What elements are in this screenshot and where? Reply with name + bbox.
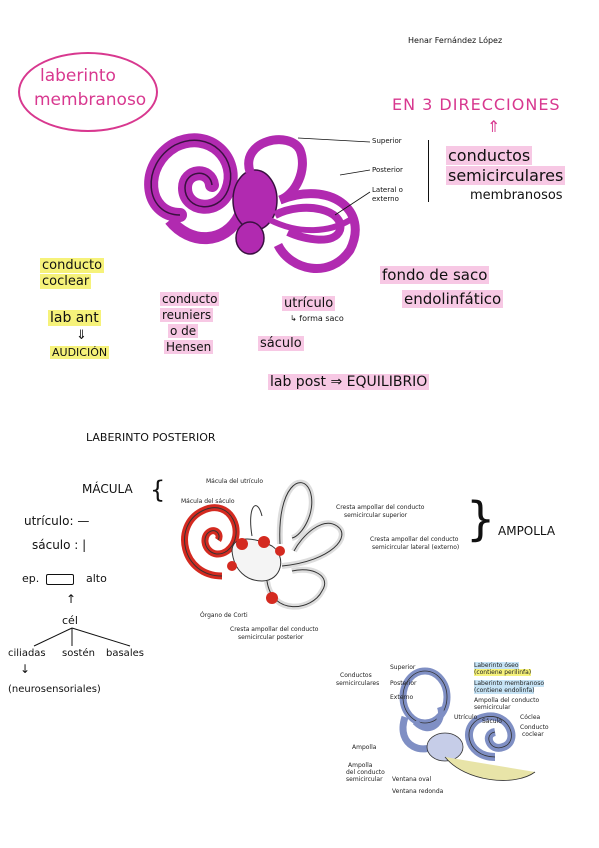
- fig3-lab-memb-1: Laberinto membranoso: [474, 680, 544, 687]
- note-reuniers-4: Hensen: [164, 340, 214, 354]
- label-superior: Superior: [372, 137, 402, 145]
- fig2-cresta-post-1: Cresta ampollar del conducto: [230, 626, 319, 633]
- note-audicion: AUDICIÓN: [50, 346, 110, 359]
- posterior-labyrinth-figure: [181, 479, 345, 610]
- note-fondo-2: endolinfático: [402, 290, 504, 308]
- brace-right: }: [466, 492, 496, 546]
- fig2-cresta-lat-1: Cresta ampollar del conducto: [370, 536, 459, 543]
- directions-line2: semicirculares: [446, 166, 566, 185]
- fig3-coclea: Cóclea: [520, 714, 541, 721]
- fig3-ampolla-label: Ampolla: [352, 744, 377, 751]
- directions-heading: EN 3 DIRECCIONES: [392, 95, 561, 114]
- label-posterior: Posterior: [372, 166, 403, 174]
- note-alto: alto: [86, 572, 107, 585]
- note-utriculo: utrículo: [282, 296, 336, 311]
- fig3-ampolla-1: Ampolla del conducto: [474, 697, 540, 704]
- fig3-ventana-redonda: Ventana redonda: [392, 788, 444, 795]
- section-title: LABERINTO POSTERIOR: [86, 431, 216, 444]
- fig3-lab-oseo-2: (contiene perilinfa): [474, 669, 532, 676]
- epithelium-box: [46, 574, 74, 585]
- note-neurosensoriales: (neurosensoriales): [8, 684, 101, 695]
- fig2-organo-corti: Órgano de Corti: [200, 612, 248, 619]
- note-basales: basales: [106, 648, 144, 659]
- note-fondo-1: fondo de saco: [380, 266, 490, 284]
- note-reuniers-2: reuniers: [160, 308, 214, 322]
- note-saculo-shape: sáculo : |: [32, 538, 87, 552]
- note-saculo: sáculo: [258, 336, 304, 351]
- fig2-cresta-sup-2: semicircular superior: [344, 512, 408, 519]
- fig2-cresta-lat-2: semicircular lateral (externo): [372, 544, 460, 551]
- label-lateral-2: externo: [372, 195, 399, 203]
- author-name: Henar Fernández López: [408, 36, 503, 45]
- fig3-lab-oseo-1: Laberinto óseo: [474, 662, 519, 669]
- fig2-macula-utriculo: Mácula del utrículo: [206, 478, 264, 485]
- note-lab-ant: lab ant: [48, 310, 101, 326]
- note-macula: MÁCULA: [82, 482, 133, 496]
- note-cel: cél: [62, 614, 78, 627]
- fig3-utriculo: Utrículo: [454, 714, 478, 721]
- bracket: [428, 140, 435, 202]
- fig3-conductos-1: Conductos: [340, 672, 372, 679]
- fig3-ampolla-conducto-1: Ampolla: [348, 762, 373, 769]
- fig3-ampolla-2: semicircular: [474, 704, 511, 711]
- note-reuniers-1: conducto: [160, 292, 220, 306]
- cell-tree-lines: [33, 627, 131, 647]
- note-conducto-coclear-1: conducto: [40, 258, 105, 273]
- directions-line3: membranosos: [470, 188, 563, 203]
- fig3-lab-memb-2: (contiene endolinfa): [474, 687, 535, 694]
- title-line2: membranoso: [34, 90, 147, 110]
- fig3-externo: Externo: [390, 694, 414, 701]
- fig3-ventana-oval: Ventana oval: [392, 776, 432, 783]
- membranous-labyrinth-figure: [144, 133, 371, 273]
- note-sosten: sostén: [62, 648, 95, 659]
- note-ep: ep.: [22, 572, 40, 585]
- inner-ear-figure: [399, 667, 536, 781]
- fig3-posterior: Posterior: [390, 680, 417, 687]
- note-ciliadas: ciliadas: [8, 648, 46, 659]
- arrow-down-icon: ⇓: [76, 328, 87, 343]
- note-ampolla: AMPOLLA: [498, 524, 556, 538]
- fig3-ampolla-conducto-3: semicircular: [346, 776, 383, 783]
- fig2-macula-saculo: Mácula del sáculo: [181, 498, 235, 505]
- note-conducto-coclear-2: coclear: [40, 274, 92, 289]
- fig3-saculo: Sáculo: [482, 718, 502, 725]
- arrow-up-small-icon: ↑: [66, 592, 77, 606]
- fig3-superior: Superior: [390, 664, 416, 671]
- title-line1: laberinto: [40, 66, 116, 86]
- label-lateral-1: Lateral o: [372, 186, 403, 194]
- directions-line1: conductos: [446, 146, 533, 165]
- note-utriculo-shape: utrículo: —: [24, 514, 90, 528]
- brace-left: {: [150, 476, 166, 504]
- fig3-ampolla-conducto-2: del conducto: [346, 769, 385, 776]
- arrow-down-small-icon: ↓: [20, 662, 31, 676]
- title-oval: [18, 52, 158, 132]
- note-forma-saco: ↳ forma saco: [290, 314, 344, 323]
- arrow-up-icon: ⇑: [487, 117, 501, 136]
- fig2-cresta-sup-1: Cresta ampollar del conducto: [336, 504, 425, 511]
- note-lab-post: lab post ⇒ EQUILIBRIO: [268, 374, 430, 390]
- fig2-cresta-post-2: semicircular posterior: [238, 634, 304, 641]
- note-reuniers-3: o de: [168, 324, 199, 338]
- fig3-conducto-coclear-2: coclear: [522, 731, 544, 738]
- fig3-conductos-2: semicirculares: [336, 680, 380, 687]
- fig3-conducto-coclear-1: Conducto: [520, 724, 549, 731]
